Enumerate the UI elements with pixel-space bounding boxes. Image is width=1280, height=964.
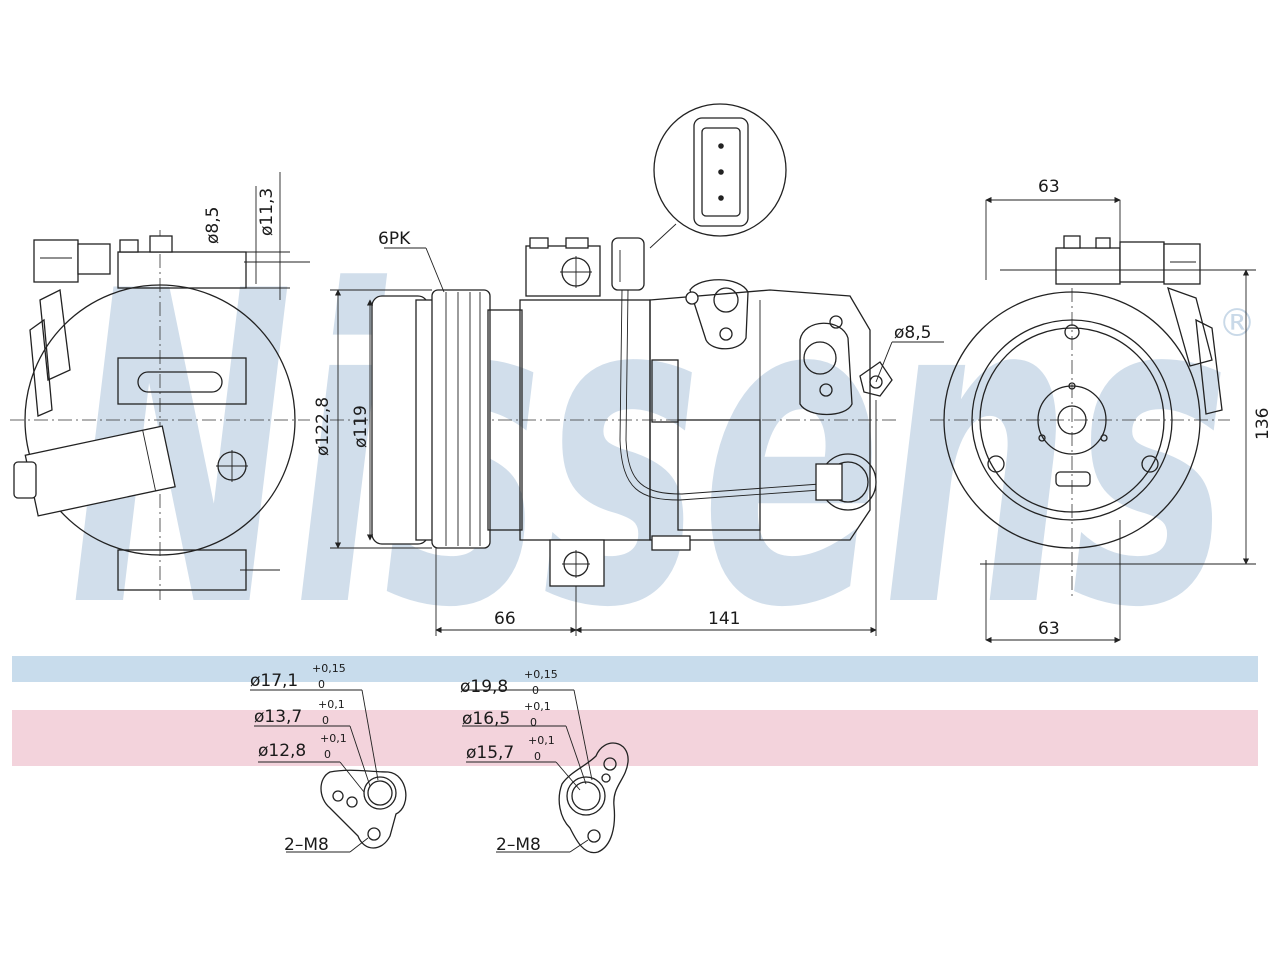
front-length-a: 66	[494, 609, 516, 629]
port-right-d2-tol-upper: +0,1	[524, 700, 551, 713]
port-right-d1: ø19,8	[460, 677, 508, 697]
port-right-d2-tol-lower: 0	[530, 716, 537, 729]
port-right-d1-tol-lower: 0	[532, 684, 539, 697]
port-right-d3: ø15,7	[466, 743, 514, 763]
port-right-d1-tol-upper: +0,15	[524, 668, 558, 681]
front-length-b: 141	[708, 609, 740, 629]
port-left-d1-tol-lower: 0	[318, 678, 325, 691]
port-right-thread: 2–M8	[496, 835, 541, 855]
rear-height: 136	[1253, 408, 1273, 440]
port-left-thread: 2–M8	[284, 835, 329, 855]
top-band	[12, 656, 1258, 682]
port-left-d2: ø13,7	[254, 707, 302, 727]
port-left-detail: ø17,1 +0,15 0 ø13,7 +0,1 0 ø12,8 +0,1 0 …	[250, 662, 407, 855]
port-left-d3: ø12,8	[258, 741, 306, 761]
front-pulley-inner: ø119	[351, 405, 371, 448]
front-pulley-outer: ø122,8	[313, 397, 333, 456]
side-dim-bolt-small: ø8,5	[203, 207, 223, 244]
port-left-d3-tol-upper: +0,1	[320, 732, 347, 745]
rear-width-top: 63	[1038, 177, 1060, 197]
rear-width-bottom: 63	[1038, 619, 1060, 639]
rear-view: 63 63 136	[930, 177, 1273, 644]
port-right-d3-tol-lower: 0	[534, 750, 541, 763]
port-right-d3-tol-upper: +0,1	[528, 734, 555, 747]
front-view: 6PK ø122,8 ø119 ø8,5 66 141	[313, 103, 944, 636]
port-left-d3-tol-lower: 0	[324, 748, 331, 761]
side-dim-bolt-large: ø11,3	[257, 188, 277, 236]
port-left-d1: ø17,1	[250, 671, 298, 691]
bottom-band	[12, 710, 1258, 766]
registered-mark: ®	[1218, 301, 1256, 345]
port-right-detail: ø19,8 +0,15 0 ø16,5 +0,1 0 ø15,7 +0,1 0 …	[460, 668, 629, 855]
port-left-d2-tol-lower: 0	[322, 714, 329, 727]
side-view: ø8,5 ø11,3	[10, 172, 310, 600]
front-mount-hole: ø8,5	[894, 323, 931, 343]
port-left-d2-tol-upper: +0,1	[318, 698, 345, 711]
front-belt-label: 6PK	[378, 229, 411, 249]
port-right-d2: ø16,5	[462, 709, 510, 729]
port-left-d1-tol-upper: +0,15	[312, 662, 346, 675]
